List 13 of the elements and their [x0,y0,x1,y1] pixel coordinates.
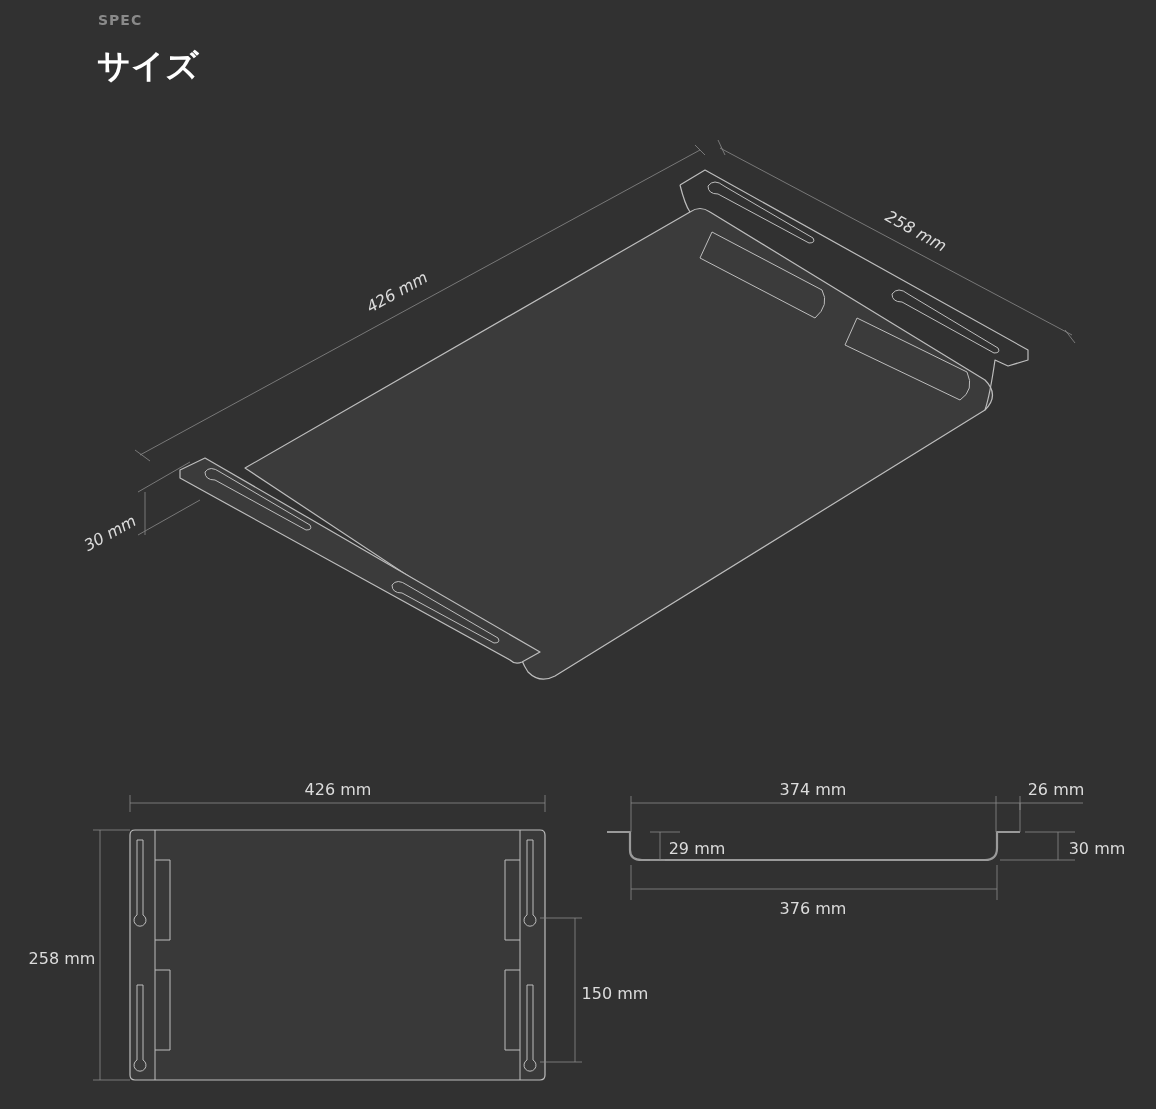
title: サイズ [97,45,199,87]
dimension-label: 150 mm [581,983,649,1003]
dimension-label: 376 mm [779,898,847,918]
dimension-label: 426 mm [363,267,431,317]
dimension-label: 26 mm [1027,779,1085,799]
dimension-label: 374 mm [779,779,847,799]
dimension-label: 258 mm [28,948,96,968]
dimension-label: 258 mm [882,206,950,256]
dimension-label: 426 mm [304,779,372,799]
dimension-label: 29 mm [668,838,726,858]
dimension-label: 30 mm [1068,838,1126,858]
dimension-label: 30 mm [80,510,140,556]
section-label: SPEC [98,12,143,28]
